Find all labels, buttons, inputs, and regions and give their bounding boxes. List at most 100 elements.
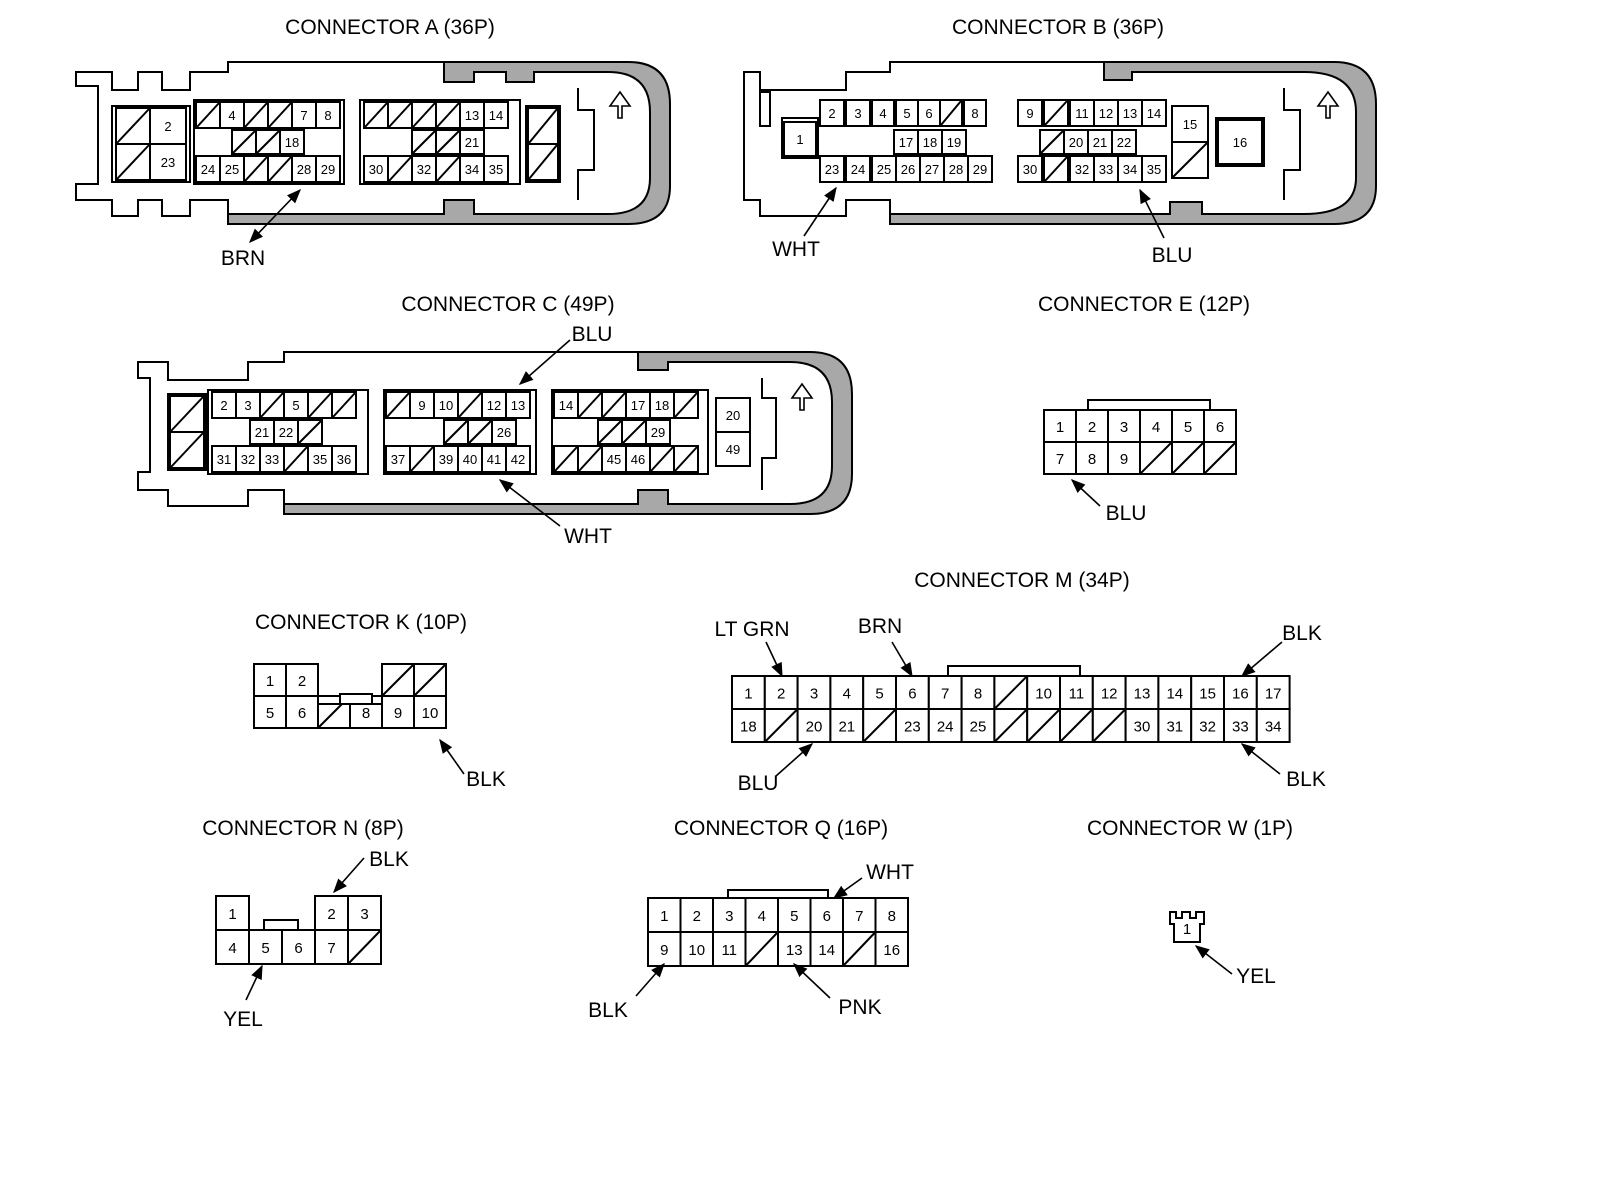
pin-cell [363,155,389,183]
pin-number: 17 [631,398,645,413]
pin-number: 29 [973,162,987,177]
connector-e-wire-label: BLU [1106,502,1147,525]
pin-cell [1069,155,1095,183]
pin-cell [963,99,987,127]
pin-cell [601,445,627,473]
pin-cell [649,391,675,419]
pin-number: 16 [1233,135,1247,150]
connector-a-notch [577,88,595,200]
pin-cell [871,99,895,127]
empty-cavity-slash [436,102,460,128]
pin-number: 2 [327,906,335,923]
pin-cell [249,419,275,445]
pin-number: 23 [825,162,839,177]
empty-cavity-slash [268,156,292,182]
pin-cell [1075,441,1109,475]
empty-cavity-slash [444,420,468,444]
pin-cell [943,155,969,183]
empty-cavity-slash [196,102,220,128]
empty-cavity-slash [1044,100,1068,126]
pin-number: 37 [391,452,405,467]
pin-number: 6 [925,106,932,121]
connector-k-leader [439,738,465,775]
pin-cell [457,445,483,473]
connector-c-wire-label-blu: BLU [572,323,613,346]
pin-number: 30 [1134,719,1151,736]
pin-number: 18 [655,398,669,413]
empty-cavity-slash [1172,442,1204,474]
pin-cell [491,419,517,445]
pin-number: 2 [220,398,227,413]
empty-cavity-slash [1093,709,1126,742]
connector-w-pin: 1 [1183,921,1191,938]
pin-number: 21 [1093,135,1107,150]
pin-number: 9 [1026,106,1033,121]
pin-number: 35 [1147,162,1161,177]
pin-number: 6 [1216,419,1224,436]
empty-cavity-slash [388,156,412,182]
pin-cell [1093,155,1119,183]
pin-number: 3 [725,908,733,925]
pin-number: 28 [297,162,311,177]
pin-number: 6 [908,686,916,703]
connector-k-title: CONNECTOR K (10P) [255,611,467,634]
pin-number: 19 [947,135,961,150]
pin-cell [1093,99,1119,127]
connector-c-notch [761,378,777,490]
pin-number: 33 [1099,162,1113,177]
pin-cell [1124,675,1160,710]
pin-number: 3 [854,106,861,121]
connector-m-title: CONNECTOR M (34P) [914,569,1129,592]
empty-cavity-slash [528,108,558,144]
pin-number: 1 [228,906,236,923]
empty-cavity-slash [994,709,1027,742]
empty-cavity-slash [364,102,388,128]
pin-cell [679,931,714,967]
pin-number: 32 [241,452,255,467]
pin-number: 12 [1099,106,1113,121]
pin-number: 5 [875,686,883,703]
pin-cell [505,445,531,473]
connector-m-leader-blk-top [1240,641,1283,677]
pin-number: 23 [904,719,921,736]
pin-cell [283,391,309,419]
pin-cell [927,675,963,710]
connector-c-arrow-icon [790,382,814,411]
connector-a-leader [249,188,301,244]
pin-number: 4 [228,940,236,957]
pin-number: 8 [324,108,331,123]
pin-number: 1 [1056,419,1064,436]
connector-b-arrow-icon [1316,90,1340,119]
pin-number: 9 [418,398,425,413]
pin-number: 6 [823,908,831,925]
connector-w-leader [1194,945,1233,975]
pin-cell [483,155,509,183]
pin-number: 8 [888,908,896,925]
connector-e-latch [1087,399,1211,411]
connector-n-leader-yel [245,964,263,1001]
connector-n-latch [263,919,299,931]
pin-number: 1 [796,132,803,147]
pin-number: 12 [1101,686,1118,703]
pin-number: 2 [298,673,306,690]
pin-number: 6 [294,940,302,957]
empty-cavity-slash [244,102,268,128]
pin-cell [927,708,963,743]
pin-cell [279,129,305,155]
pin-number: 13 [511,398,525,413]
pin-number: 10 [688,942,705,959]
pin-number: 14 [489,108,503,123]
pin-number: 34 [465,162,479,177]
pin-cell [731,675,766,710]
empty-cavity-slash [598,420,622,444]
pin-number: 33 [265,452,279,467]
pin-cell [845,155,871,183]
pin-number: 14 [1166,686,1183,703]
